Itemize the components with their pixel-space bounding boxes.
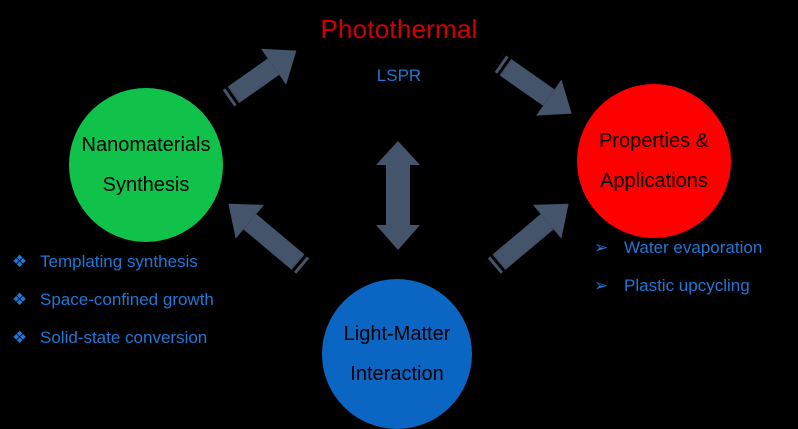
synthesis-methods-list: ❖ Templating synthesis ❖ Space-confined gr… [12,243,214,357]
list-item: ➢ Water evaporation [594,229,762,267]
arrow-synthesis-to-photothermal [220,48,297,109]
arrow-interaction-to-synthesis [228,203,312,276]
arrowhead-bullet-icon: ➢ [594,276,609,295]
arrowhead-bullet-icon: ➢ [594,238,609,257]
applications-list: ➢ Water evaporation ➢ Plastic upcycling [594,229,762,305]
list-item-label: Plastic upcycling [624,276,750,295]
list-item: ❖ Space-confined growth [12,281,214,319]
interaction-node-line1: Light-Matter [343,323,451,345]
synthesis-node-line1: Nanomaterials [81,134,211,156]
list-item: ❖ Solid-state conversion [12,319,214,357]
arrow-photothermal-to-properties [492,53,572,116]
properties-node-line2: Applications [600,170,708,192]
properties-node: Properties & Applications [577,84,731,238]
diagram-subtitle: LSPR [376,66,422,85]
list-item-label: Space-confined growth [40,290,214,309]
diamond-bullet-icon: ❖ [12,328,28,347]
arrow-interaction-to-properties [485,203,569,276]
list-item: ❖ Templating synthesis [12,243,214,281]
arrow-photothermal-interaction-bidirectional [376,141,420,250]
synthesis-node: Nanomaterials Synthesis [69,88,223,242]
synthesis-node-line2: Synthesis [102,174,190,196]
diagram-title: Photothermal [320,14,478,44]
diamond-bullet-icon: ❖ [12,252,28,271]
properties-node-line1: Properties & [598,130,710,152]
list-item-label: Solid-state conversion [40,328,208,347]
list-item: ➢ Plastic upcycling [594,267,762,305]
interaction-node-line2: Interaction [350,363,444,385]
interaction-node: Light-Matter Interaction [322,279,472,429]
list-item-label: Water evaporation [624,238,763,257]
list-item-label: Templating synthesis [40,252,198,271]
diamond-bullet-icon: ❖ [12,290,28,309]
